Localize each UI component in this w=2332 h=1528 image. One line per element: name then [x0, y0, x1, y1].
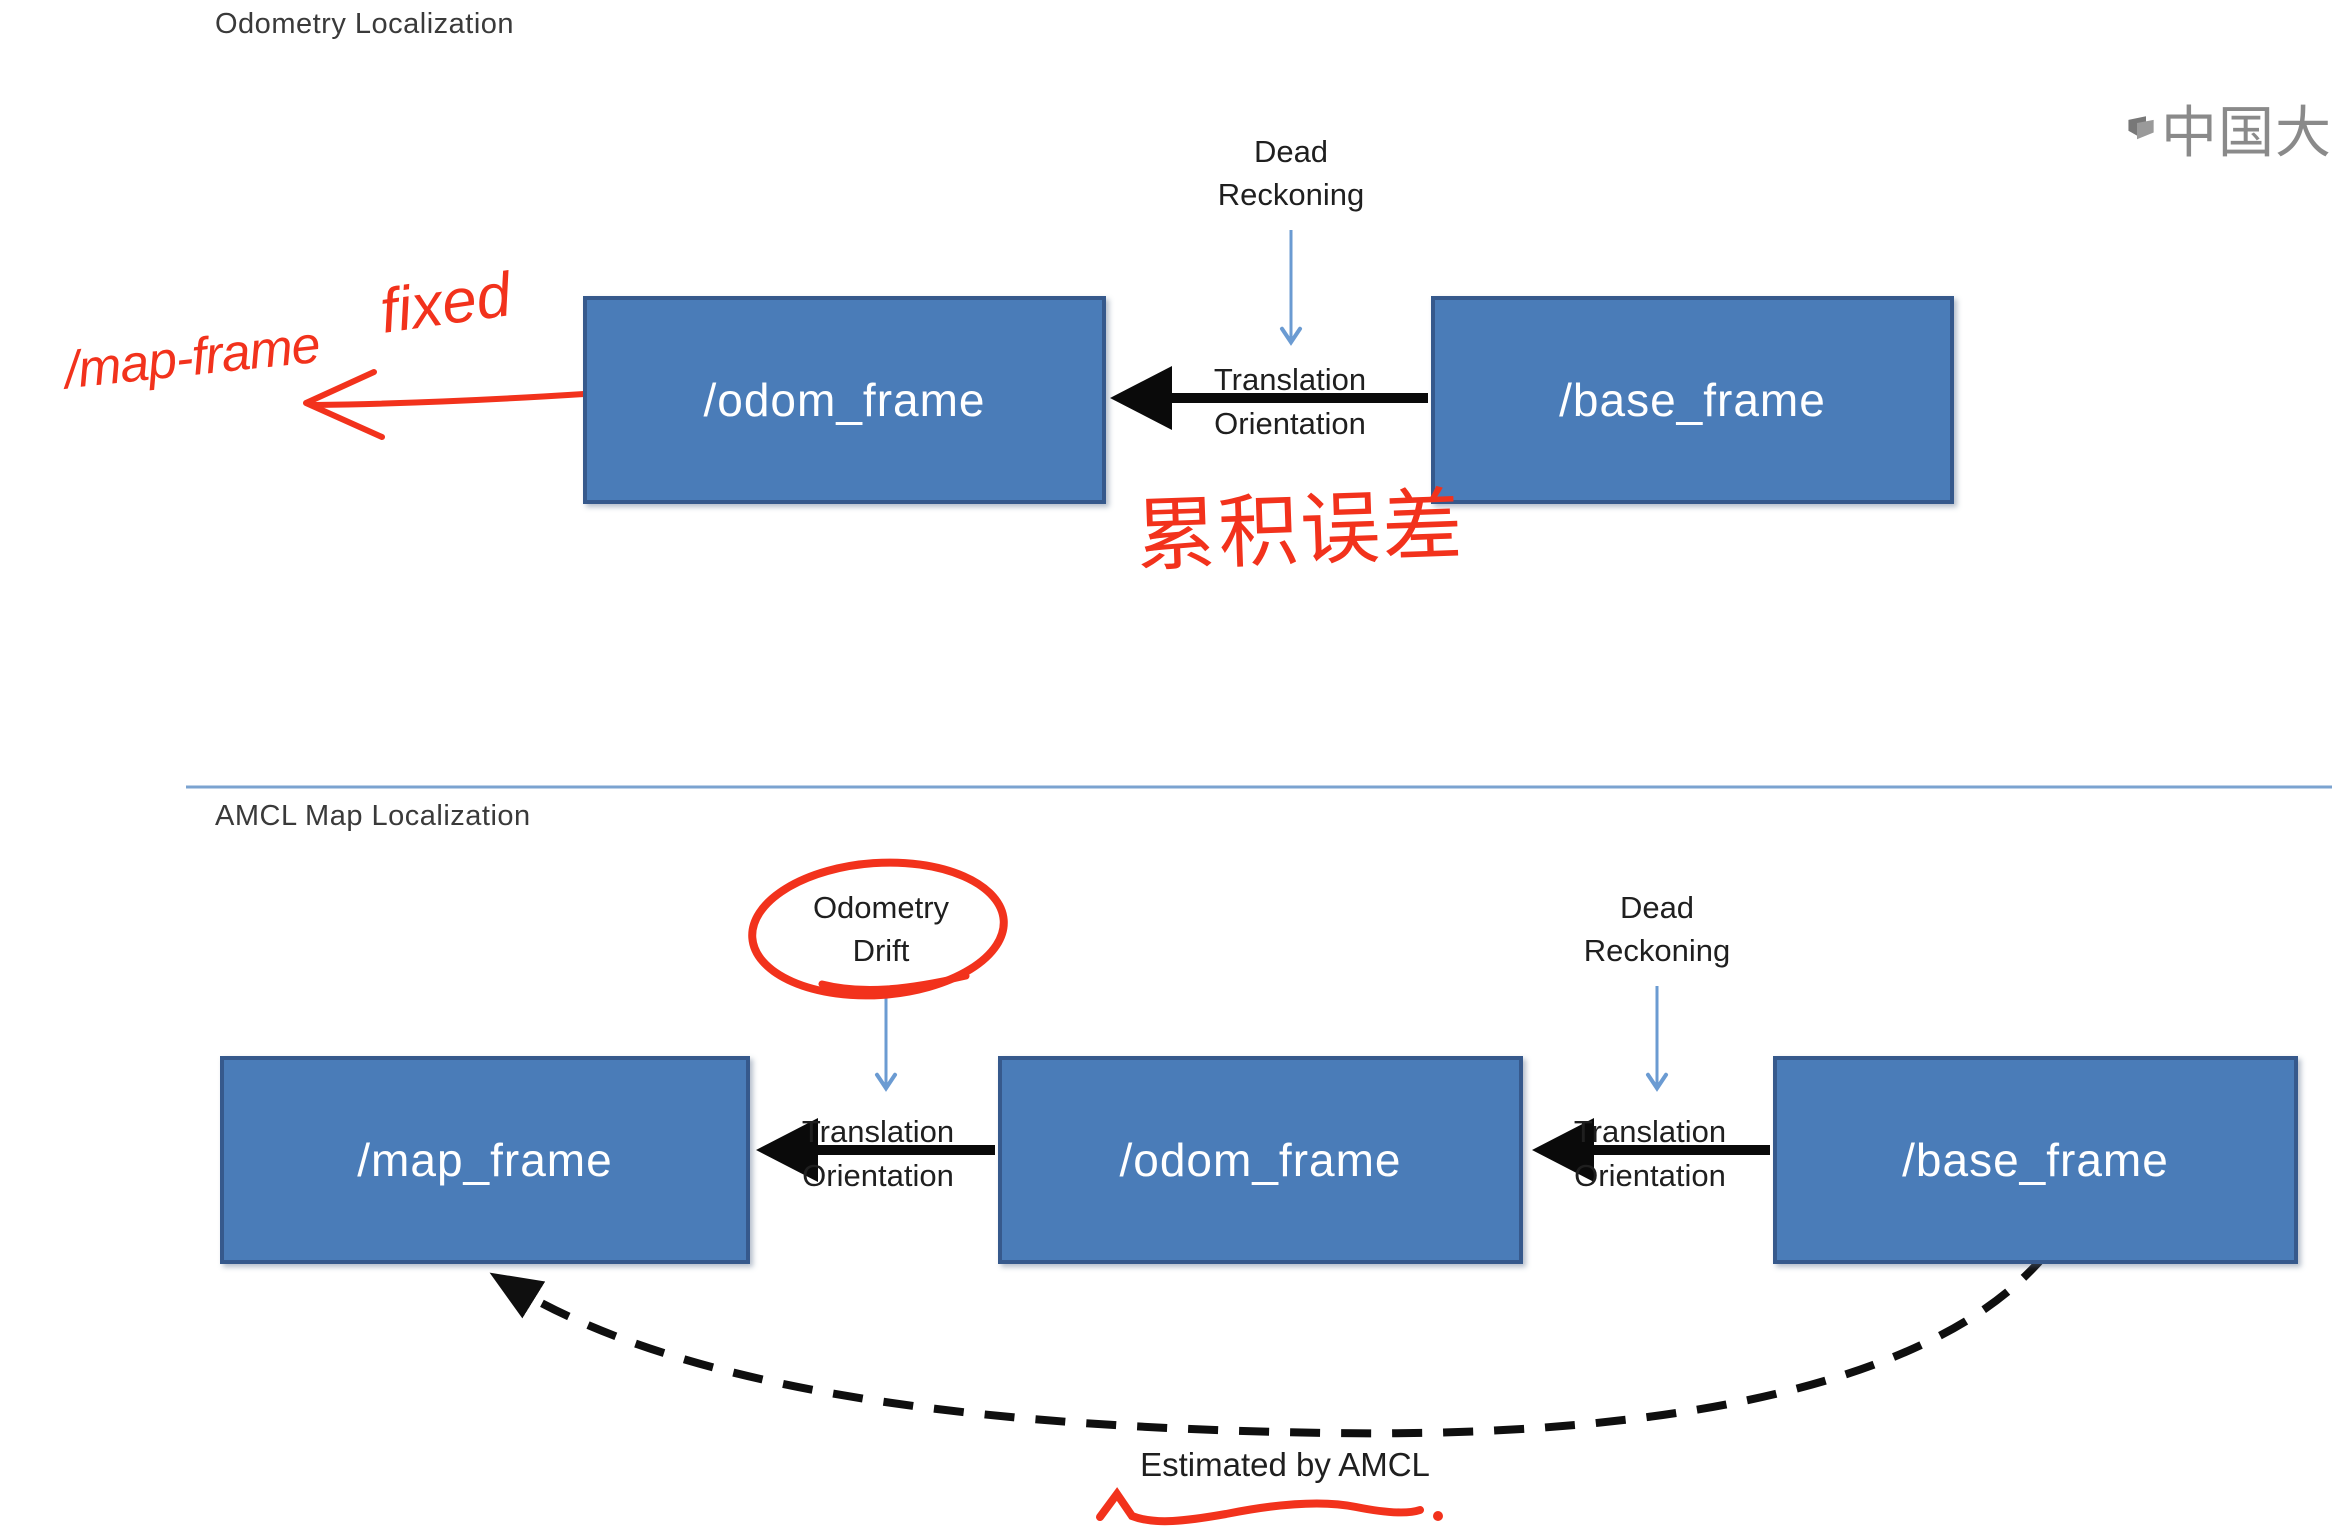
base-frame-box-top: /base_frame [1431, 296, 1954, 504]
translation-label-odom-base: Translation [1573, 1114, 1727, 1149]
orientation-label-map-odom: Orientation [802, 1158, 954, 1193]
handwritten-fixed-note: fixed [375, 260, 516, 347]
dead-reckoning-label-bottom: Dead Reckoning [1583, 890, 1731, 968]
box-label: /base_frame [1559, 374, 1826, 426]
handwritten-accumulated-error-note: 累积误差 [1134, 480, 1466, 581]
box-label: /base_frame [1902, 1134, 2169, 1186]
box-label: /odom_frame [1119, 1134, 1402, 1186]
dead-reckoning-label-top: Dead Reckoning [1217, 134, 1365, 212]
watermark-text: 中国大 [2161, 100, 2332, 164]
base-frame-box-bottom: /base_frame [1773, 1056, 2298, 1264]
mooc-watermark: 中国大 [2128, 88, 2332, 168]
odom-frame-box-top: /odom_frame [583, 296, 1106, 504]
red-fixed-underline-arrow [303, 369, 587, 440]
box-label: /map_frame [357, 1134, 613, 1186]
orientation-label-odom-base: Orientation [1574, 1158, 1726, 1193]
odometry-drift-label: Odometry Drift [812, 890, 950, 968]
amcl-dashed-arrow [489, 1253, 2048, 1438]
translation-label-map-odom: Translation [801, 1114, 955, 1149]
odom-frame-box-bottom: /odom_frame [998, 1056, 1523, 1264]
section-title-odometry: Odometry Localization [215, 8, 515, 40]
section-title-amcl: AMCL Map Localization [215, 800, 531, 832]
open-book-logo-icon [2128, 116, 2154, 140]
box-label: /odom_frame [703, 374, 986, 426]
translation-label-top: Translation [1213, 362, 1367, 397]
estimated-by-amcl-label: Estimated by AMCL [1140, 1446, 1430, 1483]
map-frame-box: /map_frame [220, 1056, 750, 1264]
handwritten-map-frame-note: /map-frame [61, 315, 323, 401]
red-underline-estimated [1096, 1487, 1443, 1526]
orientation-label-top: Orientation [1214, 406, 1366, 441]
